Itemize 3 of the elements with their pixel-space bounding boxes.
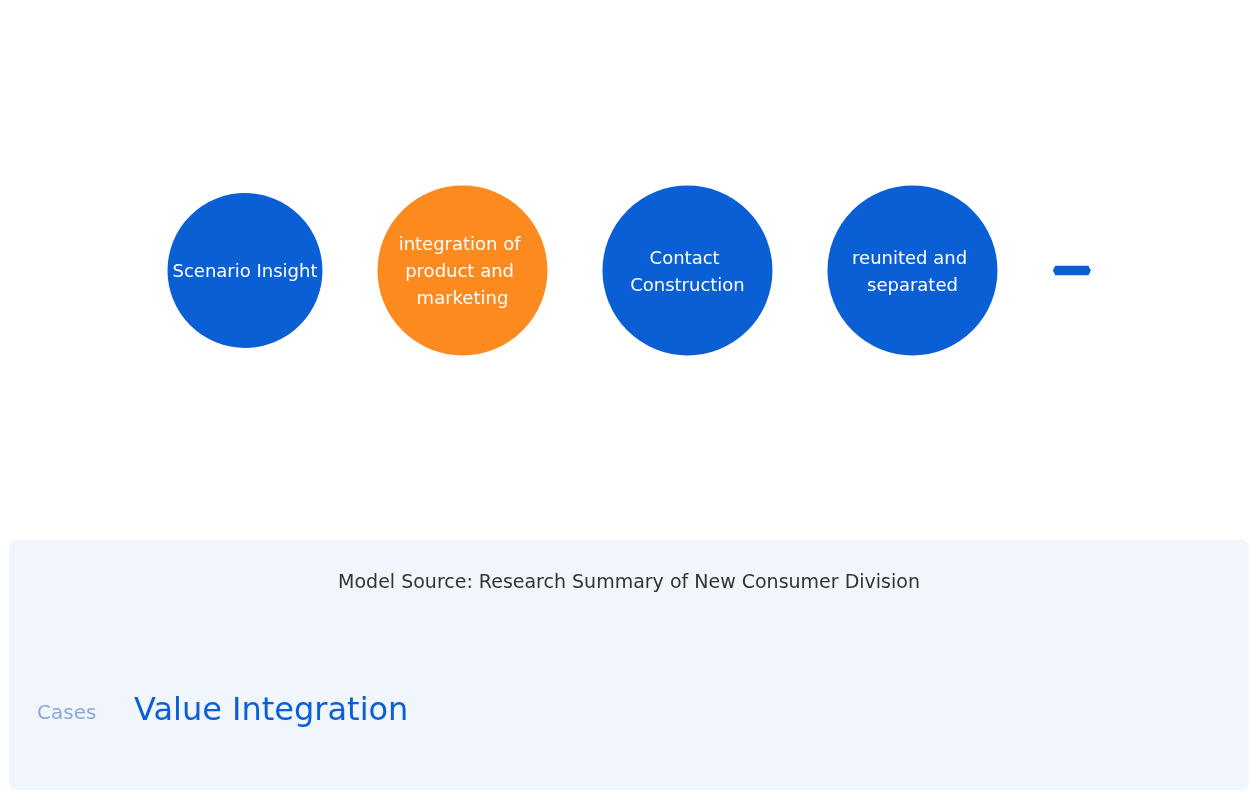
section-label: Cases	[37, 700, 97, 724]
title: Value Integration	[134, 690, 409, 728]
caption: Model Source: Research Summary of New Consumer Division	[337, 570, 921, 592]
